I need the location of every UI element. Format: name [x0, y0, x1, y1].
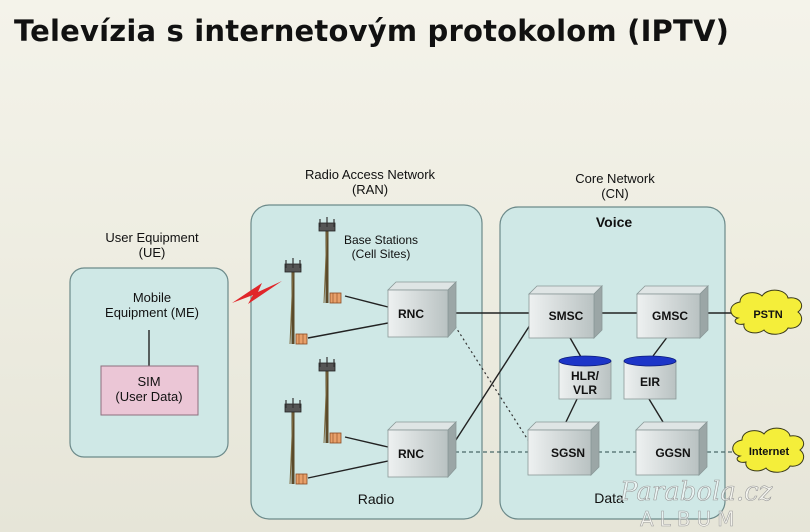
data-label: Data — [594, 490, 624, 506]
database-icon — [623, 355, 677, 367]
ue-heading: User Equipment — [105, 230, 199, 245]
ran-heading: Radio Access Network — [305, 167, 436, 182]
smsc-node: SMSC — [528, 285, 603, 339]
pstn-label: PSTN — [753, 309, 782, 321]
eir-label: EIR — [640, 375, 660, 389]
sim-label-2: (User Data) — [115, 389, 182, 404]
server-cube-icon — [387, 281, 457, 291]
voice-label: Voice — [596, 214, 633, 230]
slide-title: Televízia s internetovým protokolom (IPT… — [14, 14, 730, 48]
rnc-top-node: RNC — [387, 281, 457, 339]
link-hlr-sgsn — [564, 396, 579, 425]
cloud-icon — [730, 289, 803, 335]
lightning-bolt-icon — [232, 281, 282, 304]
server-cube-icon — [636, 285, 709, 295]
hlr-vlr-node: HLR/ VLR — [558, 355, 612, 400]
ran-heading-abbr: (RAN) — [352, 182, 388, 197]
watermark-album: ALBUM — [640, 507, 740, 531]
rnc-top-label: RNC — [398, 307, 424, 321]
ue-heading-abbr: (UE) — [139, 245, 166, 260]
sim-box — [100, 365, 199, 416]
hlr-label: HLR/ — [571, 369, 600, 383]
sgsn-label: SGSN — [551, 446, 585, 460]
server-cube-icon — [635, 421, 708, 431]
link-gmsc-eir — [652, 335, 669, 357]
cn-heading-abbr: (CN) — [601, 186, 628, 201]
rnc-bottom-label: RNC — [398, 447, 424, 461]
internet-cloud: Internet — [732, 427, 805, 473]
radio-label: Radio — [358, 491, 395, 507]
base-stations-label-2: (Cell Sites) — [352, 247, 411, 261]
mobile-equipment-label: Mobile — [133, 290, 171, 305]
server-cube-icon — [527, 421, 600, 431]
link-smsc-hlr — [568, 335, 582, 358]
database-icon — [558, 355, 612, 367]
server-cube-icon — [528, 285, 603, 295]
ggsn-node: GGSN — [635, 421, 708, 476]
smsc-label: SMSC — [549, 309, 584, 323]
eir-node: EIR — [623, 355, 677, 400]
link-tower-rnc — [307, 322, 389, 339]
link-tower-rnc — [344, 436, 389, 448]
cn-heading: Core Network — [575, 171, 655, 186]
cloud-icon — [732, 427, 805, 473]
server-cube-icon — [387, 421, 457, 431]
ggsn-label: GGSN — [655, 446, 690, 460]
link-tower-rnc — [344, 295, 389, 308]
link-rnc-smsc-diagonal — [451, 321, 533, 447]
gmsc-node: GMSC — [636, 285, 709, 339]
watermark-text: Parabola.cz — [619, 477, 773, 507]
internet-label: Internet — [749, 446, 790, 458]
sgsn-node: SGSN — [527, 421, 600, 476]
base-stations-label: Base Stations — [344, 233, 418, 247]
rnc-bottom-node: RNC — [387, 421, 457, 479]
gmsc-label: GMSC — [652, 309, 688, 323]
mobile-equipment-label-2: Equipment (ME) — [105, 305, 199, 320]
sim-label: SIM — [137, 374, 160, 389]
link-tower-rnc — [307, 460, 389, 479]
link-eir-ggsn — [648, 398, 664, 423]
vlr-label: VLR — [573, 383, 597, 397]
pstn-cloud: PSTN — [730, 289, 803, 335]
